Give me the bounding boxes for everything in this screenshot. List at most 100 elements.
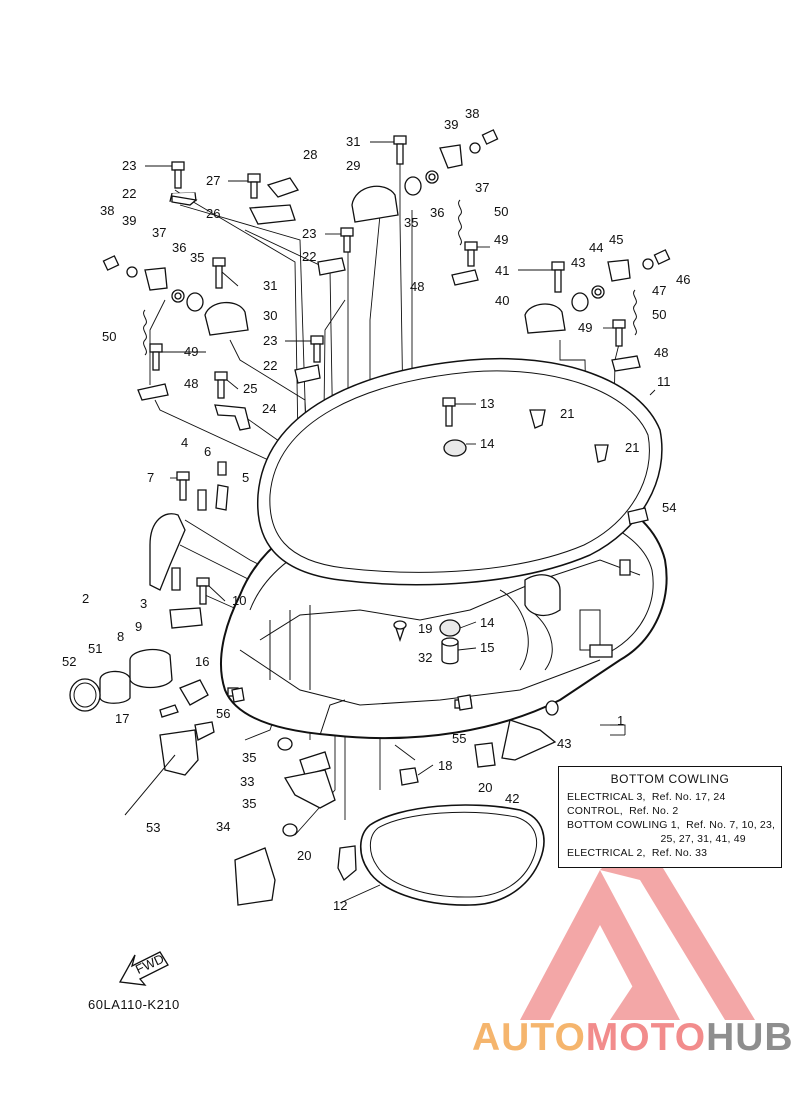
callout-23c: 23 xyxy=(263,333,277,348)
callout-35a: 35 xyxy=(404,215,418,230)
bolt-10 xyxy=(196,577,210,605)
callout-55: 55 xyxy=(452,731,466,746)
bolts xyxy=(102,129,671,605)
callout-45: 45 xyxy=(609,232,623,247)
watermark-part-auto: AUTO xyxy=(472,1016,586,1059)
fwd-arrow-icon: FWD xyxy=(118,951,169,986)
bolt-38b xyxy=(481,129,499,145)
callout-ticks xyxy=(145,141,656,904)
callout-5: 5 xyxy=(242,470,249,485)
callout-20a: 20 xyxy=(478,780,492,795)
callout-44: 44 xyxy=(589,240,603,255)
callout-35c: 35 xyxy=(242,750,256,765)
callout-40: 40 xyxy=(495,293,509,308)
diagram-code: 60LA110-K210 xyxy=(88,997,180,1012)
callout-29: 29 xyxy=(346,158,360,173)
legend-line: ELECTRICAL 3, Ref. No. 17, 24 xyxy=(567,791,726,803)
callout-7: 7 xyxy=(147,470,154,485)
bolt-7 xyxy=(176,471,190,501)
callout-22b: 22 xyxy=(302,249,316,264)
watermark-text: AUTOMOTOHUB xyxy=(472,1016,794,1060)
callout-3: 3 xyxy=(140,596,147,611)
callout-39a: 39 xyxy=(444,117,458,132)
bolt-49c xyxy=(612,319,626,347)
callout-49a: 49 xyxy=(494,232,508,247)
callout-37b: 37 xyxy=(152,225,166,240)
callout-26: 26 xyxy=(206,206,220,221)
callout-48a: 48 xyxy=(410,279,424,294)
callout-54: 54 xyxy=(662,500,676,515)
bolt-31b xyxy=(212,257,226,289)
callout-19: 19 xyxy=(418,621,432,636)
callout-20b: 20 xyxy=(297,848,311,863)
callout-39b: 39 xyxy=(122,213,136,228)
callout-15: 15 xyxy=(480,640,494,655)
callout-22c: 22 xyxy=(263,358,277,373)
callout-17: 17 xyxy=(115,711,129,726)
callout-2: 2 xyxy=(82,591,89,606)
callout-23b: 23 xyxy=(302,226,316,241)
bolt-49a xyxy=(464,241,478,267)
callout-25: 25 xyxy=(243,381,257,396)
callout-23a: 23 xyxy=(122,158,136,173)
bolt-38a xyxy=(102,255,120,271)
callout-36a: 36 xyxy=(430,205,444,220)
lower-seal-gasket xyxy=(359,804,545,906)
callout-47: 47 xyxy=(652,283,666,298)
callout-38a: 38 xyxy=(465,106,479,121)
callout-27: 27 xyxy=(206,173,220,188)
callout-46: 46 xyxy=(676,272,690,287)
watermark-logo xyxy=(520,830,755,1020)
callout-21b: 21 xyxy=(625,440,639,455)
callout-49b: 49 xyxy=(184,344,198,359)
callout-28: 28 xyxy=(303,147,317,162)
callout-35b: 35 xyxy=(190,250,204,265)
callout-43b: 43 xyxy=(557,736,571,751)
callout-38b: 38 xyxy=(100,203,114,218)
callout-41: 41 xyxy=(495,263,509,278)
callout-31b: 31 xyxy=(263,278,277,293)
callout-52: 52 xyxy=(62,654,76,669)
callout-34: 34 xyxy=(216,819,230,834)
callout-9: 9 xyxy=(135,619,142,634)
callout-56: 56 xyxy=(216,706,230,721)
legend-title: BOTTOM COWLING xyxy=(610,772,730,786)
callout-48b: 48 xyxy=(184,376,198,391)
bolt-27 xyxy=(247,173,261,199)
callout-11: 11 xyxy=(657,374,671,389)
bolt-31a xyxy=(393,135,407,165)
callout-8: 8 xyxy=(117,629,124,644)
bolt-13 xyxy=(442,397,456,427)
watermark-part-hub: HUB xyxy=(706,1016,794,1059)
callout-14b: 14 xyxy=(480,615,494,630)
callout-14a: 14 xyxy=(480,436,494,451)
callout-21a: 21 xyxy=(560,406,574,421)
legend-box: BOTTOM COWLING ELECTRICAL 3, Ref. No. 17… xyxy=(558,766,782,868)
legend-line: ELECTRICAL 2, Ref. No. 33 xyxy=(567,847,708,859)
bolt-23a xyxy=(171,161,185,189)
washers-grommets xyxy=(126,142,654,837)
callout-33: 33 xyxy=(240,774,254,789)
bolt-46 xyxy=(653,249,671,265)
callout-24: 24 xyxy=(262,401,276,416)
callout-labels: 1 2 3 4 5 6 7 8 9 10 11 12 13 14 14 15 1… xyxy=(62,106,690,913)
watermark-part-moto: MOTO xyxy=(585,1016,707,1059)
callout-51: 51 xyxy=(88,641,102,656)
callout-6: 6 xyxy=(204,444,211,459)
callout-49c: 49 xyxy=(578,320,592,335)
callout-1: 1 xyxy=(617,713,624,728)
callout-18: 18 xyxy=(438,758,452,773)
callout-10: 10 xyxy=(232,593,246,608)
callout-37a: 37 xyxy=(475,180,489,195)
bolt-49b xyxy=(149,343,163,371)
callout-22a: 22 xyxy=(122,186,136,201)
callout-43a: 43 xyxy=(571,255,585,270)
callout-35d: 35 xyxy=(242,796,256,811)
callout-50b: 50 xyxy=(102,329,116,344)
callout-13: 13 xyxy=(480,396,494,411)
callout-53: 53 xyxy=(146,820,160,835)
callout-30: 30 xyxy=(263,308,277,323)
callout-42: 42 xyxy=(505,791,519,806)
callout-36b: 36 xyxy=(172,240,186,255)
